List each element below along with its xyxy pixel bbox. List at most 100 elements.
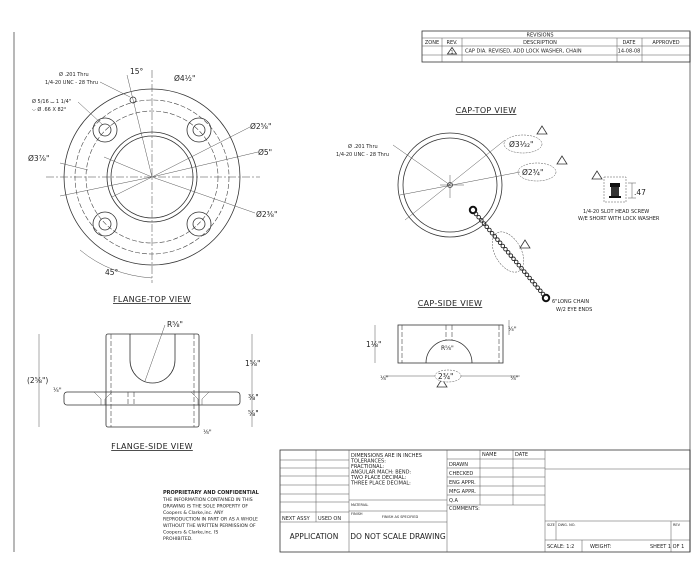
chain-link bbox=[481, 221, 487, 226]
col-rev: REV. bbox=[447, 40, 458, 46]
flange-dia-b: Ø5" bbox=[258, 148, 272, 157]
chain-link bbox=[473, 211, 479, 217]
flange-top-view: 15° 45° Ø .201 Thru 1/4-20 UNC - 28 Thru… bbox=[28, 67, 277, 304]
proprietary-line: THE INFORMATION CONTAINED IN THIS bbox=[162, 497, 253, 503]
flange-side-view: R⅝" (2⅝") ¼" 1⅝" ⅜" ⅝" ⅛" FLANGE-SIDE VI… bbox=[27, 320, 261, 451]
title-block: NEXT ASSY USED ON APPLICATION DIMENSIONS… bbox=[279, 449, 691, 553]
flange-side-height: 1⅝" bbox=[245, 359, 261, 368]
flange-cbore-note-1: Ø 5/16 ⌴ 1 1/4" bbox=[32, 98, 71, 105]
chain-link bbox=[479, 218, 484, 223]
cap-side-top: ¼" bbox=[508, 326, 517, 333]
cap-side-width: 2¾" bbox=[438, 372, 454, 381]
screw-dim: .47 bbox=[634, 188, 646, 197]
material-label: MATERIAL bbox=[351, 503, 368, 507]
proprietary-line: PROHIBITED. bbox=[163, 536, 193, 542]
flange-angle-45: 45° bbox=[105, 268, 119, 277]
revision-date: 14-08-08 bbox=[618, 49, 641, 55]
col-date: DATE bbox=[622, 40, 635, 46]
cap-side-left: ⅛" bbox=[380, 375, 389, 382]
scale-label: SCALE: 1:2 bbox=[547, 544, 574, 550]
flange-side-overall: (2⅝") bbox=[27, 376, 48, 385]
flange-side-bottom: ⅝" bbox=[248, 409, 259, 418]
chain-link bbox=[538, 288, 543, 294]
tolerance-line: FRACTIONAL: bbox=[351, 464, 384, 470]
cap-side-right: ⅛" bbox=[510, 375, 519, 382]
chain-link bbox=[530, 278, 535, 284]
chain-link bbox=[532, 282, 538, 287]
tolerance-line: TWO PLACE DECIMAL: bbox=[350, 475, 407, 481]
cap-side-radius: R⅝" bbox=[441, 345, 454, 352]
date-header: DATE bbox=[515, 452, 528, 458]
flange-side-title: FLANGE-SIDE VIEW bbox=[111, 442, 193, 451]
cap-dia-outer: Ø3⅟₃₂" bbox=[509, 140, 533, 149]
proprietary-line: Coopers & Clarke,inc. IS bbox=[163, 530, 218, 536]
chain-link bbox=[487, 227, 492, 233]
cap-hole-note-2: 1/4-20 UNC - 28 Thru bbox=[336, 152, 389, 158]
revisions-table: REVISIONS ZONE REV. DESCRIPTION DATE APP… bbox=[421, 30, 691, 63]
used-on-label: USED ON bbox=[318, 516, 341, 522]
chain-link bbox=[513, 259, 519, 265]
chain-link bbox=[503, 246, 508, 252]
screw-note-1: 1/4-20 SLOT HEAD SCREW bbox=[583, 209, 649, 215]
flange-hole-note-2: 1/4-20 UNC - 28 Thru bbox=[45, 80, 98, 86]
revision-triangle-icon: 1 bbox=[446, 46, 458, 55]
cap-top-view: CAP-TOP VIEW Ø .201 Thru 1/4-20 UNC - 28… bbox=[336, 106, 603, 388]
proprietary-line: REPRODUCTION IN PART OR AS A WHOLE bbox=[163, 517, 258, 523]
qa-label: Q.A bbox=[449, 498, 459, 504]
flange-dia-c: Ø2⅜" bbox=[256, 210, 277, 219]
col-description: DESCRIPTION bbox=[523, 40, 557, 46]
proprietary-line: Coopers & Clarke,inc. ANY bbox=[163, 510, 224, 516]
cap-side-height: 1⅛" bbox=[366, 340, 382, 349]
revision-triangle-icon bbox=[436, 125, 603, 388]
drawn-label: DRAWN bbox=[449, 462, 468, 468]
chain-link bbox=[508, 253, 514, 258]
screw-detail: .47 1/4-20 SLOT HEAD SCREW W/E SHORT WIT… bbox=[578, 176, 660, 222]
chain-link bbox=[484, 224, 489, 230]
comments-label: COMMENTS: bbox=[449, 506, 480, 512]
flange-side-quarter: ¼" bbox=[53, 387, 62, 394]
chain-link bbox=[521, 269, 527, 274]
proprietary-title: PROPRIETARY AND CONFIDENTIAL bbox=[163, 490, 260, 496]
bolt-holes bbox=[92, 96, 212, 237]
proprietary-note: PROPRIETARY AND CONFIDENTIAL THE INFORMA… bbox=[162, 490, 260, 542]
flange-side-wall: ⅛" bbox=[203, 429, 212, 436]
flange-dia-outer: Ø4½" bbox=[174, 74, 195, 83]
chain-note-2: W/2 EYE ENDS bbox=[556, 307, 592, 313]
flange-dia-a: Ø2⅝" bbox=[250, 122, 271, 131]
rev-label: REV bbox=[673, 523, 681, 527]
chain-link bbox=[527, 275, 532, 281]
chain-link bbox=[476, 214, 481, 220]
flange-dia-bolt: Ø3⅞" bbox=[28, 154, 49, 163]
eng-appr-label: ENG APPR. bbox=[449, 480, 476, 486]
application-label: APPLICATION bbox=[290, 532, 339, 541]
cap-hole-note-1: Ø .201 Thru bbox=[348, 143, 378, 150]
revisions-title: REVISIONS bbox=[526, 33, 553, 39]
screw-note-2: W/E SHORT WITH LOCK WASHER bbox=[578, 216, 660, 222]
tolerance-line: ANGULAR MACH: BEND: bbox=[351, 470, 411, 476]
cap-side-view: CAP-SIDE VIEW R⅝" 1⅛" ¼" 2¾" ⅛" ⅛" bbox=[366, 299, 520, 383]
tolerance-line: THREE PLACE DECIMAL: bbox=[350, 481, 411, 487]
next-assy-label: NEXT ASSY bbox=[282, 516, 311, 522]
flange-side-radius: R⅝" bbox=[167, 320, 183, 329]
chain-link bbox=[535, 285, 540, 290]
flange-cbore-note-2: ⌵ Ø .66 X 82° bbox=[32, 106, 67, 113]
col-approved: APPROVED bbox=[652, 40, 679, 46]
proprietary-line: WITHOUT THE WRITTEN PERMISSION OF bbox=[163, 523, 256, 529]
chain-link bbox=[511, 256, 516, 262]
mfg-appr-label: MFG APPR. bbox=[449, 489, 476, 495]
chain-link bbox=[540, 291, 546, 297]
weight-label: WEIGHT: bbox=[590, 544, 612, 550]
flange-side-plate: ⅜" bbox=[248, 393, 259, 402]
flange-angle-15: 15° bbox=[130, 67, 144, 76]
chain-link bbox=[489, 230, 495, 236]
finish-sub: FINISH AS SPECIFIED bbox=[382, 515, 419, 519]
chain-link bbox=[516, 262, 522, 268]
svg-text:1: 1 bbox=[451, 49, 454, 54]
sheet-label: SHEET 1 OF 1 bbox=[650, 544, 684, 550]
proprietary-line: DRAWING IS THE SOLE PROPERTY OF bbox=[163, 504, 248, 510]
flange-top-title: FLANGE-TOP VIEW bbox=[113, 295, 191, 304]
dwg-no-label: DWG. NO. bbox=[558, 523, 575, 527]
cap-side-title: CAP-SIDE VIEW bbox=[418, 299, 483, 308]
